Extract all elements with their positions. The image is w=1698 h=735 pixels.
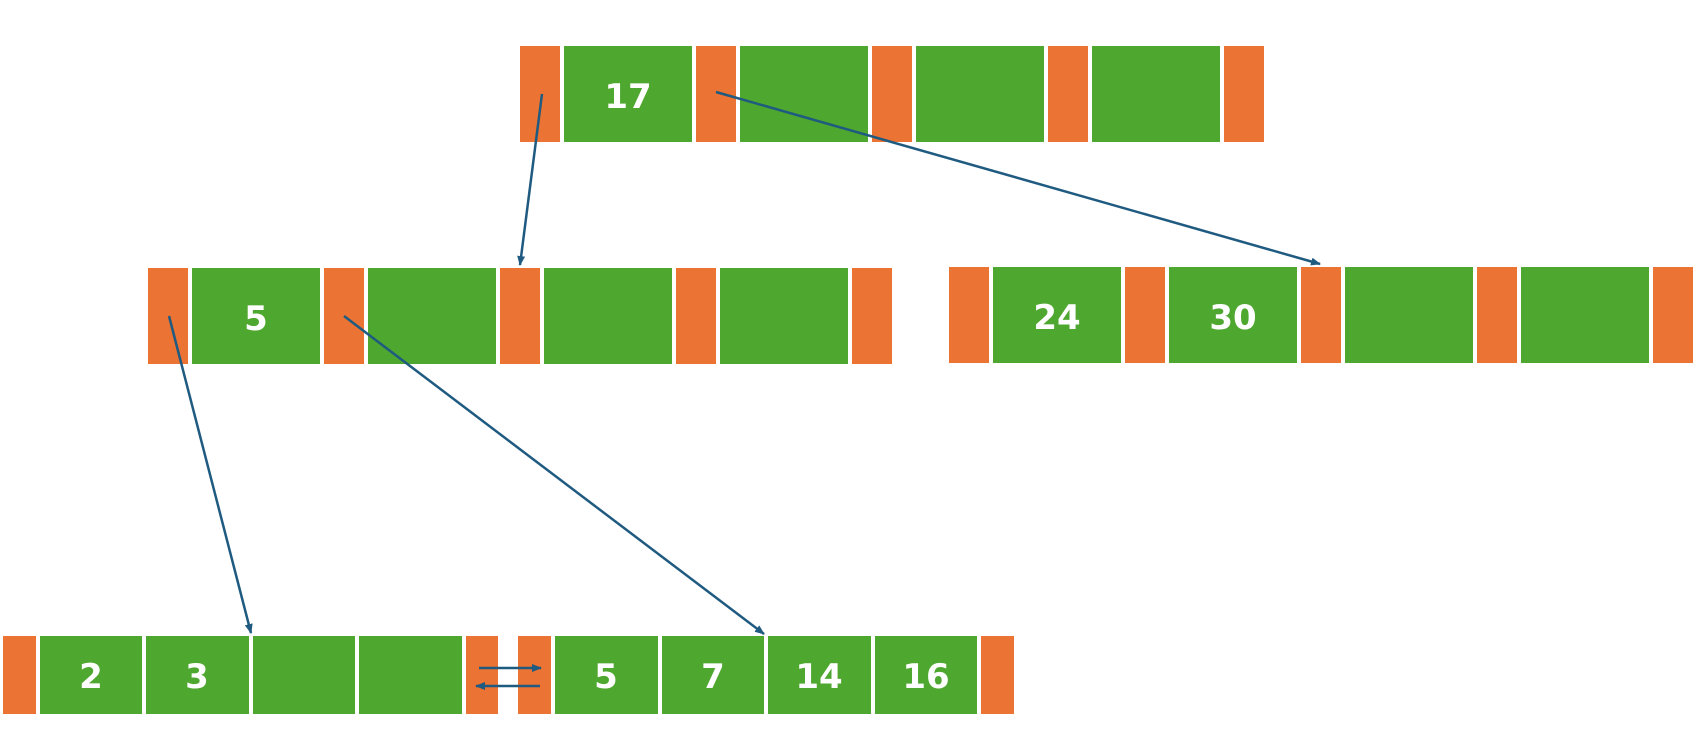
arrow-internal-to-leaf-right (343, 315, 765, 635)
internal-right-pointer-0 (949, 267, 989, 363)
leaf-left-pointer-next (466, 636, 498, 714)
leaf-right-key-3 (875, 636, 977, 714)
leaf-left-pointer-start (3, 636, 36, 714)
arrow-root-to-internal-right (715, 90, 1321, 266)
internal-right-key-3 (1521, 267, 1649, 363)
internal-right-node: 24 30 (949, 267, 1693, 363)
leaf-right-node: 5 7 14 16 (518, 636, 1014, 714)
leaf-right-key-3-label: 16 (902, 657, 949, 697)
internal-left-pointer-4 (852, 268, 892, 364)
root-pointer-3 (1048, 46, 1088, 142)
leaf-right-key-1-label: 7 (701, 657, 725, 697)
internal-right-pointer-3 (1477, 267, 1517, 363)
leaf-left-key-2 (253, 636, 355, 714)
leaf-left-key-0-label: 2 (79, 657, 103, 697)
internal-left-key-3 (720, 268, 848, 364)
leaf-left-key-1-label: 3 (185, 657, 209, 697)
internal-right-key-1 (1169, 267, 1297, 363)
root-pointer-4 (1224, 46, 1264, 142)
leaf-right-key-1 (662, 636, 764, 714)
internal-right-pointer-1 (1125, 267, 1165, 363)
pointer-arrows (167, 90, 1321, 690)
internal-left-key-2 (544, 268, 672, 364)
internal-left-pointer-2 (500, 268, 540, 364)
leaf-right-pointer-end (981, 636, 1014, 714)
leaf-right-key-2-label: 14 (795, 657, 842, 697)
leaf-right-pointer-prev (518, 636, 551, 714)
internal-left-key-0 (192, 268, 320, 364)
internal-right-pointer-2 (1301, 267, 1341, 363)
leaf-left-key-0 (40, 636, 142, 714)
internal-right-pointer-4 (1653, 267, 1693, 363)
root-key-0-label: 17 (604, 77, 651, 117)
root-pointer-2 (872, 46, 912, 142)
leaf-left-key-1 (146, 636, 249, 714)
internal-left-pointer-3 (676, 268, 716, 364)
leaf-right-key-0-label: 5 (594, 657, 618, 697)
internal-right-key-0 (993, 267, 1121, 363)
arrow-internal-to-leaf-left (167, 315, 253, 634)
internal-right-key-2 (1345, 267, 1473, 363)
leaf-right-key-2 (768, 636, 871, 714)
internal-right-key-0-label: 24 (1033, 298, 1080, 338)
leaf-left-node: 2 3 (3, 636, 498, 714)
root-key-1 (740, 46, 868, 142)
root-node: 17 (520, 46, 1264, 142)
root-pointer-1 (696, 46, 736, 142)
leaf-right-key-0 (555, 636, 658, 714)
arrow-root-to-internal-left (517, 93, 544, 266)
root-key-3 (1092, 46, 1220, 142)
internal-left-key-0-label: 5 (244, 299, 268, 339)
leaf-left-key-3 (359, 636, 462, 714)
internal-right-key-1-label: 30 (1209, 298, 1256, 338)
root-pointer-0 (520, 46, 560, 142)
internal-left-key-1 (368, 268, 496, 364)
root-key-2 (916, 46, 1044, 142)
internal-left-pointer-0 (148, 268, 188, 364)
root-key-0 (564, 46, 692, 142)
internal-left-node: 5 (148, 268, 892, 364)
